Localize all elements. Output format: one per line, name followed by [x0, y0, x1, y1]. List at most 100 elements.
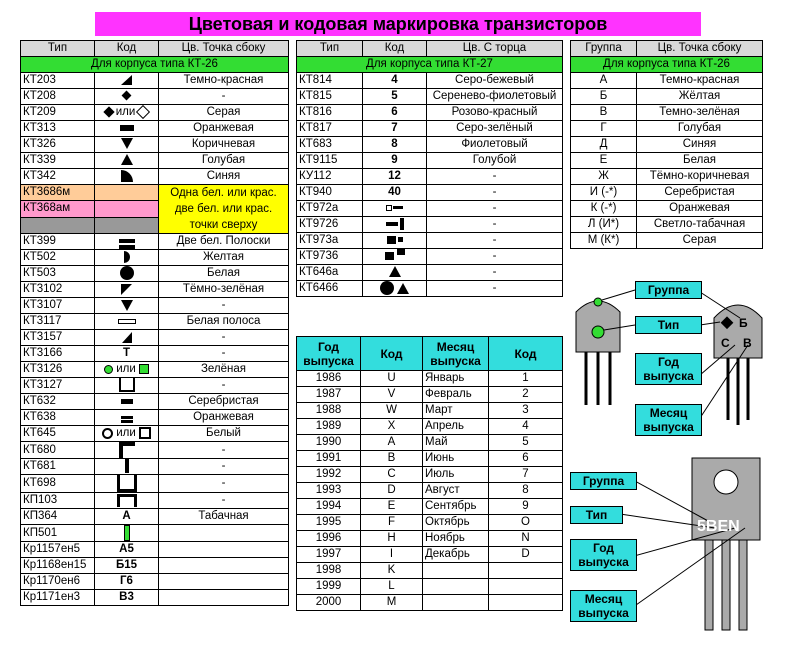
color-cell: Белая	[636, 152, 763, 169]
group-cell: Е	[570, 152, 637, 169]
month-cell: Сентябрь	[422, 498, 489, 515]
mounting-hole	[713, 469, 739, 495]
year-code-cell: C	[360, 466, 423, 483]
kt26-body-front	[575, 300, 621, 353]
code-text: 4	[391, 74, 398, 86]
month-code-cell	[488, 594, 563, 611]
end-color-cell: -	[426, 248, 563, 265]
dot-color-cell: Серебристая	[158, 393, 289, 411]
code-cell: 4	[362, 72, 427, 89]
page-title: Цветовая и кодовая маркировка транзистор…	[95, 12, 701, 36]
kt27-year-label: Год выпуска	[570, 539, 637, 571]
table-row: Л (И*)Светло-табачная	[570, 216, 763, 233]
table-row: КП103-	[20, 492, 289, 510]
type-cell: КТ815	[296, 88, 363, 105]
group-cell: К (-*)	[570, 200, 637, 217]
type-cell: КТ814	[296, 72, 363, 89]
code-cell: или	[94, 425, 159, 443]
month-cell: Май	[422, 434, 489, 451]
year-code-cell: X	[360, 418, 423, 435]
type-cell: КТ209	[20, 104, 95, 121]
year-cell: 1990	[296, 434, 361, 451]
type-cell: КТ3127	[20, 377, 95, 395]
month-code-cell: 4	[488, 418, 563, 435]
type-cell: Кр1171ен3	[20, 589, 95, 607]
dot-color-cell: Серая	[158, 104, 289, 121]
table-row: КТ3157-	[20, 329, 289, 347]
year-cell: 1997	[296, 546, 361, 563]
code-cell: Г6	[94, 573, 159, 591]
group-cell: Д	[570, 136, 637, 153]
year-cell: 1993	[296, 482, 361, 499]
code-cell	[94, 441, 159, 460]
table-row: КТ972а-	[296, 200, 563, 217]
end-color-cell: -	[426, 168, 563, 185]
dot-color-cell: Желтая	[158, 249, 289, 266]
section-label: Для корпуса типа КТ-26	[570, 56, 763, 73]
type-cell: КТ3102	[20, 281, 95, 299]
code-cell	[362, 216, 427, 233]
code-text: 7	[391, 122, 398, 134]
dot-color-cell	[158, 541, 289, 559]
type-cell: КТ3157	[20, 329, 95, 347]
code-cell	[94, 329, 159, 347]
type-cell: КП364	[20, 508, 95, 526]
month-code-cell: 3	[488, 402, 563, 419]
year-code-cell: I	[360, 546, 423, 563]
type-cell: КТ645	[20, 425, 95, 443]
month-cell: Март	[422, 402, 489, 419]
group-cell: Л (И*)	[570, 216, 637, 233]
type-cell: Кр1157ен5	[20, 541, 95, 559]
code-cell	[362, 200, 427, 217]
code-cell: 12	[362, 168, 427, 185]
table-row: КТ368ам	[20, 200, 289, 218]
month-code-cell: 7	[488, 466, 563, 483]
month-cell: Январь	[422, 370, 489, 387]
table-row: И (-*)Серебристая	[570, 184, 763, 201]
year-cell: 1996	[296, 530, 361, 547]
color-cell: Серая	[636, 232, 763, 249]
kt26-year-label: Год выпуска	[635, 353, 702, 385]
table-row: КТ209 или Серая	[20, 104, 289, 121]
code-cell: Б15	[94, 557, 159, 575]
color-cell: Темно-красная	[636, 72, 763, 89]
code-cell: 7	[362, 120, 427, 137]
group-cell: И (-*)	[570, 184, 637, 201]
table-row: КТ814 4 Серо-бежевый	[296, 72, 563, 89]
kt26-type-label: Тип	[635, 316, 702, 334]
kt27-marking: 5BEN	[697, 518, 740, 535]
group-dot	[593, 297, 603, 307]
color-cell: Оранжевая	[636, 200, 763, 217]
header-type: Тип	[20, 40, 95, 57]
code-cell	[94, 474, 159, 494]
code-cell	[94, 524, 159, 543]
year-code-cell: U	[360, 370, 423, 387]
code-cell	[94, 393, 159, 411]
end-color-cell: Серо-бежевый	[426, 72, 563, 89]
table-row	[20, 216, 289, 235]
month-cell	[422, 562, 489, 579]
end-color-cell: Серо-зелёный	[426, 120, 563, 137]
